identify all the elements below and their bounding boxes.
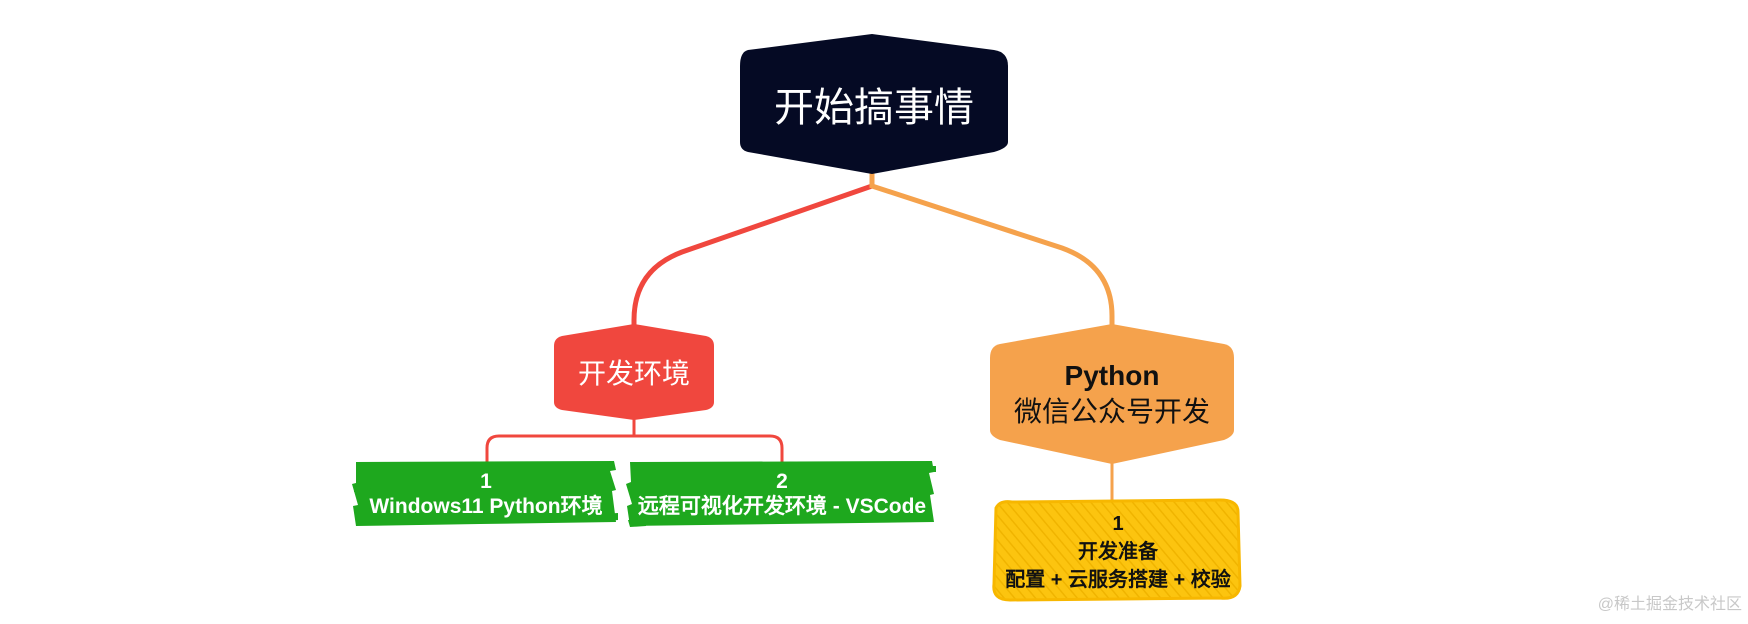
watermark: @稀土掘金技术社区 (1597, 596, 1742, 613)
root-node-shape (740, 34, 1008, 174)
leaf-2-node[interactable]: 2 远程可视化开发环境 - VSCode (630, 464, 934, 524)
branch-left-label: 开发环境 (577, 358, 690, 389)
branch-left-node[interactable]: 开发环境 (554, 324, 714, 420)
root-label: 开始搞事情 (774, 86, 974, 130)
branch-right-node[interactable]: Python 微信公众号开发 (990, 324, 1234, 464)
connector-root-right (869, 183, 1115, 329)
branch-right-subtitle: 微信公众号开发 (1013, 396, 1210, 427)
leaf-2-label: 远程可视化开发环境 - VSCode (637, 495, 927, 518)
branch-left-shape (554, 324, 714, 420)
root-node[interactable]: 开始搞事情 (740, 34, 1008, 174)
leaf-3-line2: 配置 + 云服务搭建 + 校验 (1005, 569, 1231, 591)
connector-left-children (485, 416, 784, 462)
leaf-2-shape (626, 461, 934, 526)
leaf-1-number: 1 (480, 470, 492, 493)
leaf-3-shape (992, 498, 1242, 602)
leaf-3-number: 1 (1112, 513, 1124, 535)
leaf-1-node[interactable]: 1 Windows11 Python环境 (356, 464, 616, 524)
leaf-1-shape (352, 461, 616, 526)
leaf-3-line1: 开发准备 (1078, 541, 1158, 563)
leaf-1-label: Windows11 Python环境 (369, 495, 603, 518)
connector-root-left (631, 183, 875, 329)
branch-right-title: Python (1064, 360, 1160, 391)
branch-right-shape (990, 324, 1234, 464)
leaf-3-node[interactable]: 1 开发准备 配置 + 云服务搭建 + 校验 (996, 506, 1240, 598)
leaf-2-number: 2 (776, 470, 788, 493)
